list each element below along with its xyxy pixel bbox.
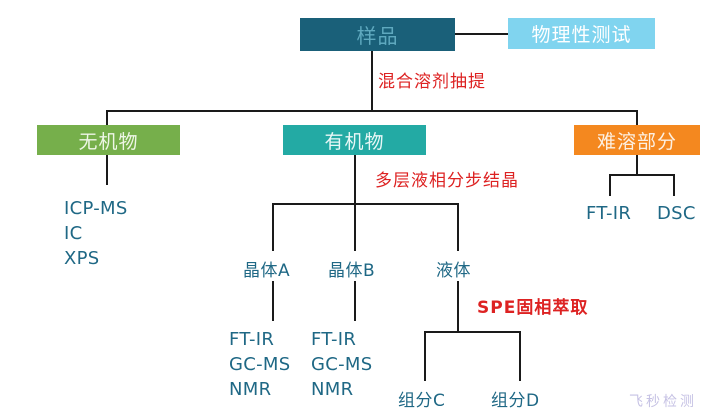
method-item: NMR	[229, 379, 272, 400]
method-item: GC-MS	[311, 354, 373, 375]
methods-crystal-a: FT-IR GC-MS NMR	[229, 327, 290, 402]
node-sample[interactable]: 样品	[300, 18, 455, 51]
node-physical-test-label: 物理性测试	[531, 24, 632, 46]
connector-organic-stem	[354, 155, 356, 203]
node-inorganic-label: 无机物	[78, 130, 139, 153]
connector-sample-stem	[371, 51, 373, 110]
connector-sample-to-physical	[455, 33, 508, 35]
node-sample-label: 样品	[356, 24, 399, 48]
node-physical-test[interactable]: 物理性测试	[508, 18, 655, 49]
connector-to-crystal-b	[354, 203, 356, 251]
method-item: FT-IR	[311, 329, 357, 350]
method-item: XPS	[64, 248, 100, 269]
connector-inorganic-stem	[106, 155, 108, 185]
methods-inorganic: ICP-MS IC XPS	[64, 196, 128, 271]
method-item: FT-IR	[229, 329, 275, 350]
connector-to-insoluble	[636, 110, 638, 125]
connector-level2-bus	[106, 110, 638, 112]
method-item: GC-MS	[229, 354, 291, 375]
connector-to-insoluble-ftir	[609, 174, 611, 196]
connector-organic-bus	[272, 203, 459, 205]
node-insoluble[interactable]: 难溶部分	[574, 125, 700, 155]
node-inorganic[interactable]: 无机物	[37, 125, 180, 155]
process-mixed-solvent-extraction: 混合溶剂抽提	[378, 72, 486, 92]
node-crystal-a[interactable]: 晶体A	[243, 261, 291, 281]
connector-insoluble-bus	[609, 174, 674, 176]
method-item: ICP-MS	[64, 198, 128, 219]
methods-crystal-b: FT-IR GC-MS NMR	[311, 327, 372, 402]
connector-to-crystal-a	[272, 203, 274, 251]
node-insoluble-label: 难溶部分	[596, 130, 677, 153]
node-organic[interactable]: 有机物	[283, 125, 426, 155]
node-organic-label: 有机物	[324, 130, 385, 153]
connector-crystal-a-stem	[272, 281, 274, 321]
watermark: 飞秒检测	[629, 394, 697, 410]
connector-to-liquid	[457, 203, 459, 251]
connector-crystal-b-stem	[354, 281, 356, 321]
connector-insoluble-stem	[636, 155, 638, 175]
method-item: NMR	[311, 379, 354, 400]
node-component-d[interactable]: 组分D	[491, 391, 540, 411]
node-component-c[interactable]: 组分C	[398, 391, 446, 411]
connector-liquid-stem	[457, 281, 459, 331]
process-spe-extraction: SPE固相萃取	[477, 298, 589, 318]
connector-to-component-d	[519, 331, 521, 381]
process-multilayer-crystallization: 多层液相分步结晶	[375, 171, 519, 191]
node-crystal-b[interactable]: 晶体B	[328, 261, 376, 281]
connector-to-component-c	[424, 331, 426, 381]
connector-to-inorganic	[106, 110, 108, 125]
method-insoluble-ftir: FT-IR	[586, 203, 632, 224]
method-item: IC	[64, 223, 83, 244]
connector-spe-bus	[424, 331, 521, 333]
connector-to-insoluble-dsc	[673, 174, 675, 196]
node-liquid[interactable]: 液体	[436, 261, 471, 281]
method-insoluble-dsc: DSC	[657, 203, 696, 224]
